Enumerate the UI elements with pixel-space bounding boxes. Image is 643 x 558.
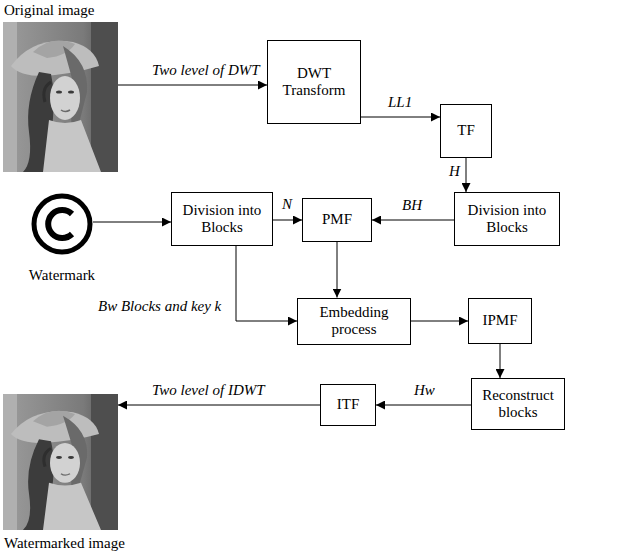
node-label: Watermark xyxy=(29,267,95,284)
edge-label: N xyxy=(280,196,294,213)
node-label: Embedding process xyxy=(302,304,406,339)
process-box: Reconstruct blocks xyxy=(471,378,565,430)
node-label: Watermarked image xyxy=(4,535,125,552)
process-box: TF xyxy=(440,104,492,158)
connector-group xyxy=(93,85,500,405)
edge-label: Two level of DWT xyxy=(150,62,262,79)
flow-arrow xyxy=(236,246,297,321)
flow-arrow xyxy=(273,220,302,221)
flow-arrow xyxy=(411,321,468,322)
edge-label: Two level of IDWT xyxy=(150,382,267,399)
image-frame: Original image xyxy=(3,22,118,172)
watermark-logo: Watermark xyxy=(31,193,93,255)
node-label: Division into Blocks xyxy=(459,202,555,237)
flow-arrow xyxy=(361,117,440,118)
flow-arrow xyxy=(466,158,467,192)
node-label: ITF xyxy=(337,396,360,413)
node-label: DWT Transform xyxy=(272,65,356,100)
flow-arrow xyxy=(93,222,171,223)
flow-arrow xyxy=(118,405,320,406)
edge-label: BH xyxy=(400,197,424,214)
flow-arrow xyxy=(372,220,454,221)
process-box: Embedding process xyxy=(297,298,411,345)
copyright-circle xyxy=(34,196,90,252)
process-box: Division into Blocks xyxy=(454,192,560,246)
watermarked-image-picture xyxy=(3,394,118,530)
copyright-letter-shape xyxy=(48,210,72,238)
edge-label: LL1 xyxy=(386,94,414,111)
node-label: PMF xyxy=(322,211,352,228)
flow-arrow xyxy=(500,344,501,378)
node-label: Original image xyxy=(4,2,94,19)
flow-arrow xyxy=(118,85,267,86)
image-frame: Watermarked image xyxy=(3,394,118,530)
flow-arrow xyxy=(337,242,338,298)
node-label: Division into Blocks xyxy=(176,202,268,237)
edge-label: Hw xyxy=(412,382,437,399)
process-box: DWT Transform xyxy=(267,40,361,124)
original-image-picture xyxy=(3,22,118,172)
flow-arrow xyxy=(376,405,471,406)
edge-label: H xyxy=(447,163,462,180)
edge-label: Bw Blocks and key k xyxy=(96,298,223,315)
process-box: Division into Blocks xyxy=(171,192,273,246)
node-label: TF xyxy=(457,122,475,139)
node-label: Reconstruct blocks xyxy=(476,387,560,422)
process-box: IPMF xyxy=(468,298,532,344)
process-box: ITF xyxy=(320,384,376,426)
node-label: IPMF xyxy=(482,312,517,329)
process-box: PMF xyxy=(302,198,372,242)
